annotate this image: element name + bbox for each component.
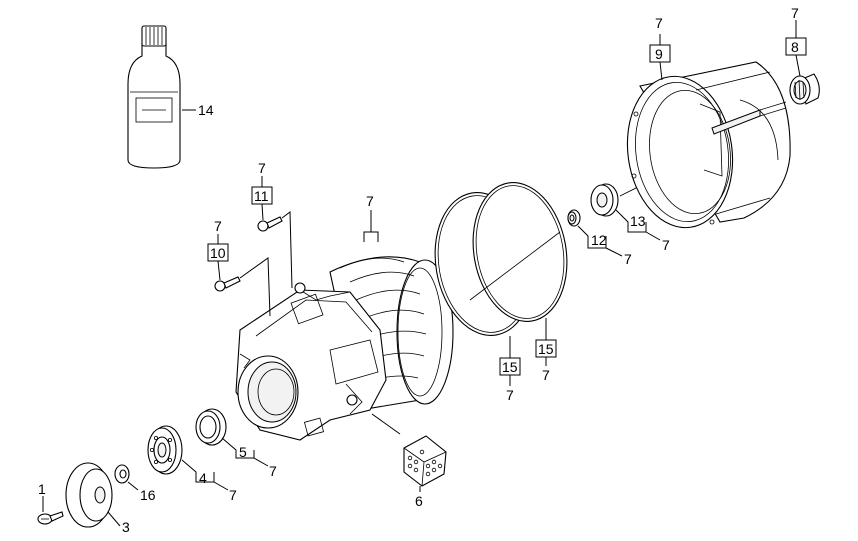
callout-5: 5 bbox=[239, 444, 247, 460]
callout-housing-qty: 7 bbox=[366, 193, 374, 209]
callout-8-qty: 7 bbox=[791, 5, 799, 21]
callout-13: 13 bbox=[630, 213, 646, 229]
callout-4: 4 bbox=[199, 470, 207, 486]
callout-9: 9 bbox=[655, 46, 663, 62]
callout-15-rear: 15 bbox=[538, 341, 554, 357]
callout-11-qty: 7 bbox=[258, 160, 266, 176]
callout-10-qty: 7 bbox=[214, 218, 222, 234]
o-ring-15-rear bbox=[472, 182, 568, 322]
callout-3: 3 bbox=[122, 519, 130, 535]
bearing-13 bbox=[590, 183, 619, 217]
oil-bottle bbox=[127, 25, 181, 169]
callout-4-qty: 7 bbox=[229, 487, 237, 503]
seal-ring-5 bbox=[195, 408, 227, 446]
callout-8: 8 bbox=[791, 39, 799, 55]
callout-10: 10 bbox=[210, 245, 226, 261]
washer-16 bbox=[114, 464, 130, 484]
bearing-4 bbox=[147, 425, 183, 475]
end-cap-8 bbox=[789, 73, 820, 105]
nut-12 bbox=[567, 209, 581, 227]
callout-16: 16 bbox=[140, 487, 156, 503]
screw-10 bbox=[214, 276, 241, 292]
callout-15-front: 15 bbox=[502, 359, 518, 375]
callout-6: 6 bbox=[415, 493, 423, 509]
callout-12: 12 bbox=[591, 232, 607, 248]
rear-cover-9 bbox=[626, 61, 791, 229]
callout-1: 1 bbox=[38, 481, 46, 497]
callout-5-qty: 7 bbox=[269, 463, 277, 479]
pump-housing bbox=[235, 256, 454, 441]
screw-1 bbox=[37, 511, 64, 525]
callout-9-qty: 7 bbox=[655, 15, 663, 31]
callout-11: 11 bbox=[254, 188, 269, 204]
callout-13-qty: 7 bbox=[662, 237, 670, 253]
terminal-block-6 bbox=[403, 435, 447, 487]
cover-cap-3 bbox=[65, 462, 113, 528]
callout-12-qty: 7 bbox=[624, 251, 632, 267]
screw-11 bbox=[257, 216, 283, 232]
callout-15-rear-qty: 7 bbox=[542, 367, 550, 383]
callout-15-front-qty: 7 bbox=[506, 387, 514, 403]
callout-14: 14 bbox=[198, 102, 214, 118]
